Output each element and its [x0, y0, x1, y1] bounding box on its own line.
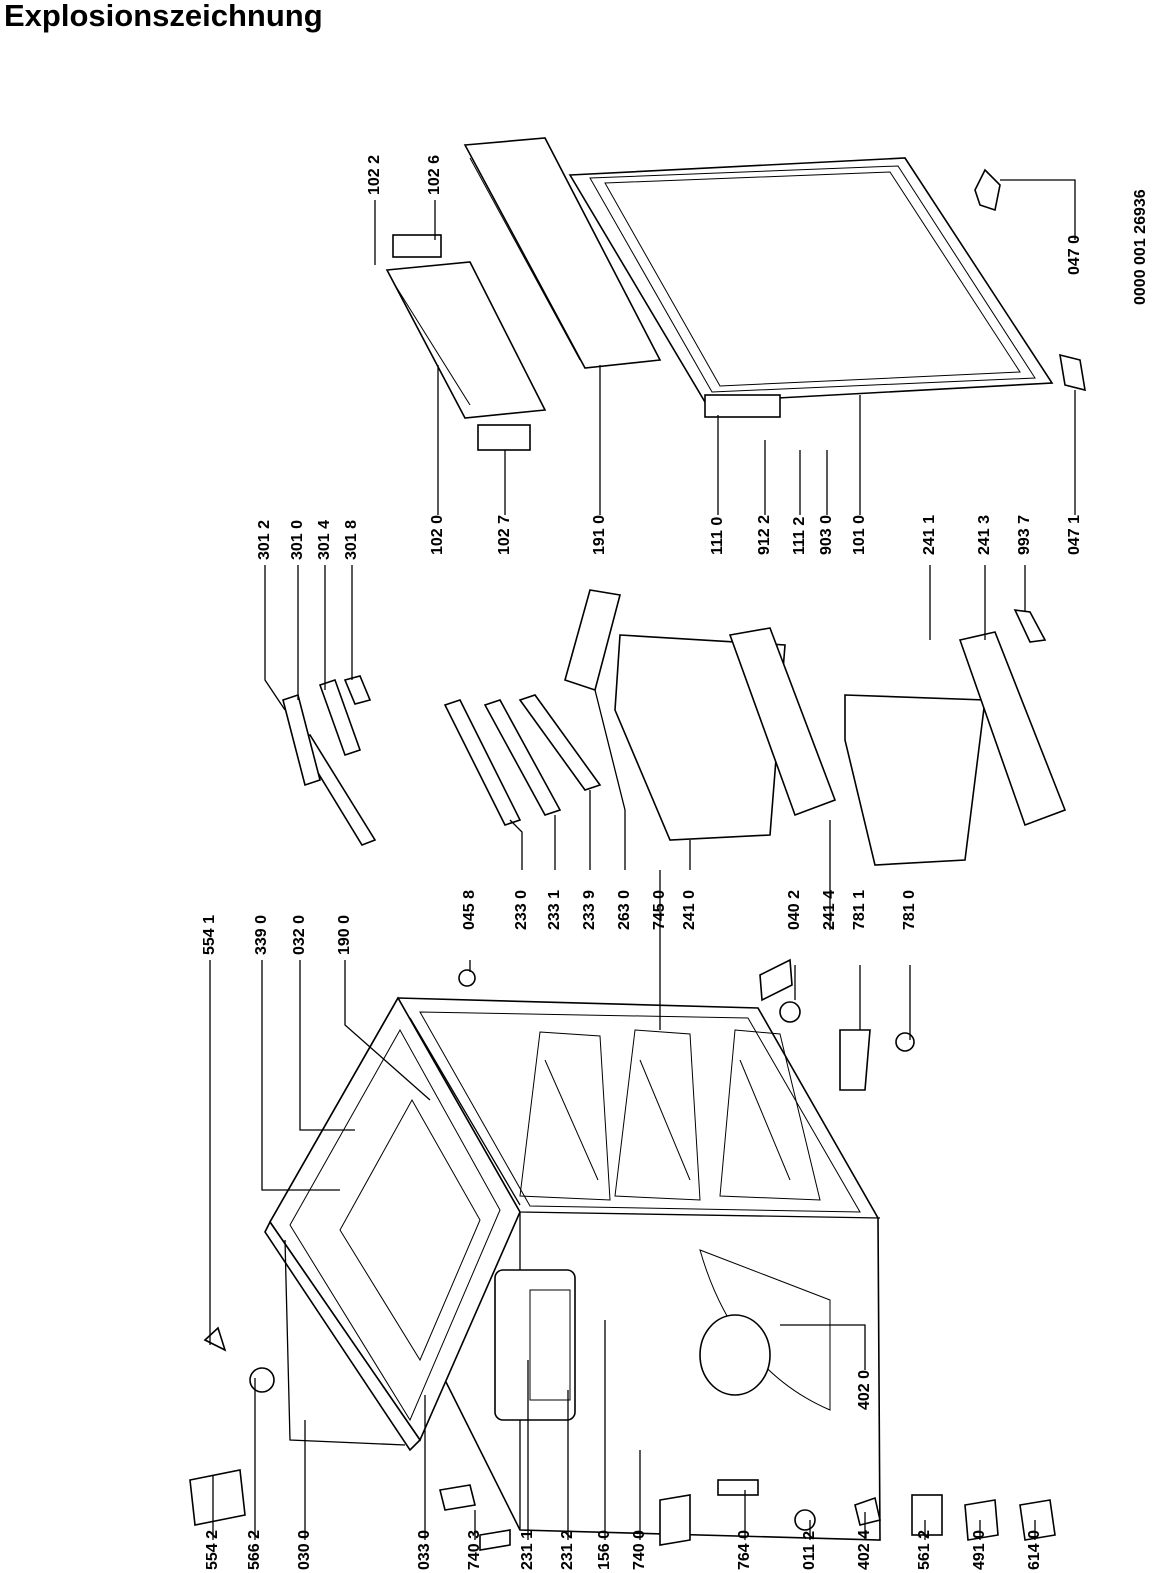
label-2630: 263 0 — [616, 889, 633, 930]
label-0330: 033 0 — [416, 1529, 433, 1570]
label-2312: 231 2 — [559, 1529, 576, 1570]
label-1026: 102 6 — [426, 154, 443, 195]
label-2331: 233 1 — [546, 889, 563, 930]
label-6140: 614 0 — [1026, 1529, 1043, 1570]
label-2311: 231 1 — [519, 1529, 536, 1570]
label-1022: 102 2 — [366, 154, 383, 195]
label-3010: 301 0 — [289, 519, 306, 560]
label-5542: 554 2 — [204, 1529, 221, 1570]
leader-lines — [209, 179, 1076, 1540]
label-1020: 102 0 — [429, 514, 446, 555]
label-0458: 045 8 — [461, 889, 478, 930]
label-7640: 764 0 — [736, 1529, 753, 1570]
label-0402: 040 2 — [786, 889, 803, 930]
label-3014: 301 4 — [316, 519, 333, 560]
cabinet-body — [264, 996, 881, 1541]
drawing-number: 0000 001 26936 — [1132, 189, 1149, 305]
label-9937: 993 7 — [1016, 514, 1033, 555]
label-0112: 011 2 — [801, 1530, 818, 1570]
label-2414: 241 4 — [821, 889, 838, 930]
drawer-baskets — [282, 589, 1067, 866]
label-4024: 402 4 — [856, 1529, 873, 1570]
label-1010: 101 0 — [851, 514, 868, 555]
label-4910: 491 0 — [971, 1529, 988, 1570]
label-7403: 740 3 — [466, 1529, 483, 1570]
label-7811: 781 1 — [851, 889, 868, 930]
label-3390: 339 0 — [253, 914, 270, 955]
label-1900: 190 0 — [336, 914, 353, 955]
label-4020: 402 0 — [856, 1369, 873, 1410]
label-9122: 912 2 — [756, 514, 773, 555]
label-5662: 566 2 — [246, 1529, 263, 1570]
label-0471: 047 1 — [1066, 514, 1083, 555]
label-0320: 032 0 — [291, 914, 308, 955]
label-1560: 156 0 — [596, 1529, 613, 1570]
label-5612: 561 2 — [916, 1529, 933, 1570]
label-1027: 102 7 — [496, 514, 513, 555]
label-0470: 047 0 — [1066, 234, 1083, 275]
hinge-parts — [392, 168, 1086, 451]
label-3018: 301 8 — [343, 519, 360, 560]
label-9030: 903 0 — [818, 514, 835, 555]
label-5541: 554 1 — [201, 914, 218, 955]
label-1910: 191 0 — [591, 514, 608, 555]
label-7450: 745 0 — [651, 889, 668, 930]
label-7810: 781 0 — [901, 889, 918, 930]
label-3012: 301 2 — [256, 519, 273, 560]
label-1110: 111 0 — [709, 516, 726, 555]
page-title: Explosionszeichnung — [4, 0, 323, 33]
label-2330: 233 0 — [513, 889, 530, 930]
label-7400: 740 0 — [631, 1529, 648, 1570]
label-2339: 233 9 — [581, 889, 598, 930]
label-0300: 030 0 — [296, 1529, 313, 1570]
door-assembly — [385, 137, 1054, 419]
label-2411: 241 1 — [921, 514, 938, 555]
label-2413: 241 3 — [976, 514, 993, 555]
loose-parts — [189, 958, 1056, 1551]
label-1112: 111 2 — [791, 516, 808, 555]
label-2410: 241 0 — [681, 889, 698, 930]
